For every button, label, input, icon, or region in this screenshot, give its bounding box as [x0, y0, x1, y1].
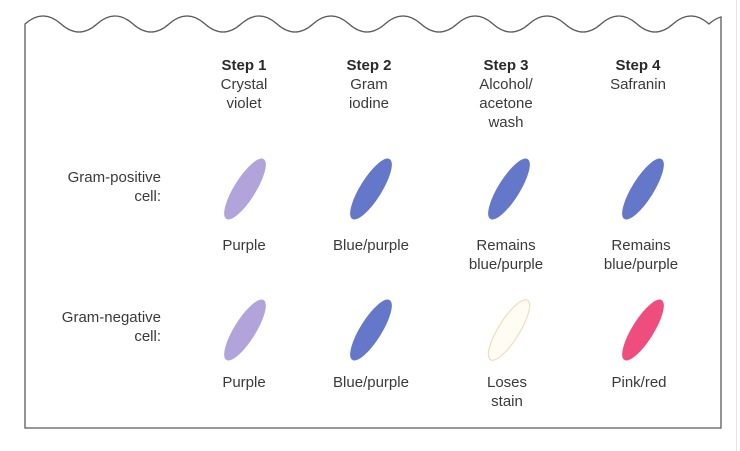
result-text: Blue/purple — [333, 373, 409, 392]
step-4-reagent-line-1: Safranin — [610, 75, 666, 94]
step-4-header: Step 4 Safranin — [610, 56, 666, 94]
result-positive-step-3: Remains blue/purple — [469, 236, 543, 274]
result-negative-step-1: Purple — [222, 373, 265, 392]
result-text: Purple — [222, 236, 265, 255]
result-negative-step-3: Loses stain — [487, 373, 527, 411]
gram-negative-cell-step-2 — [344, 295, 399, 365]
result-positive-step-4: Remains blue/purple — [604, 236, 678, 274]
result-positive-step-2: Blue/purple — [333, 236, 409, 255]
result-text: Blue/purple — [333, 236, 409, 255]
result-negative-step-2: Blue/purple — [333, 373, 409, 392]
step-2-reagent-line-1: Gram — [346, 75, 391, 94]
gram-negative-cell-step-3 — [482, 295, 537, 365]
row-label-gram-negative-line-2: cell: — [62, 327, 161, 346]
cell-illustrations — [218, 154, 671, 365]
row-label-gram-negative-line-1: Gram-negative — [62, 308, 161, 327]
result-text: stain — [487, 392, 527, 411]
row-label-gram-positive-line-1: Gram-positive — [68, 168, 161, 187]
result-negative-step-4: Pink/red — [611, 373, 666, 392]
row-label-gram-negative: Gram-negative cell: — [62, 308, 161, 346]
step-4-title: Step 4 — [610, 56, 666, 75]
gram-positive-cell-step-2 — [344, 154, 399, 224]
step-2-title: Step 2 — [346, 56, 391, 75]
gram-positive-cell-step-1 — [218, 154, 273, 224]
gram-negative-cell-step-1 — [218, 295, 273, 365]
step-3-reagent-line-1: Alcohol/ — [479, 75, 532, 94]
result-text: Pink/red — [611, 373, 666, 392]
gram-positive-cell-step-3 — [482, 154, 537, 224]
step-3-title: Step 3 — [479, 56, 532, 75]
step-1-reagent-line-2: violet — [221, 94, 268, 113]
gram-positive-cell-step-4 — [616, 154, 671, 224]
result-text: blue/purple — [604, 255, 678, 274]
row-label-gram-positive: Gram-positive cell: — [68, 168, 161, 206]
step-2-reagent-line-2: iodine — [346, 94, 391, 113]
step-3-header: Step 3 Alcohol/ acetone wash — [479, 56, 532, 132]
result-text: Purple — [222, 373, 265, 392]
result-text: Remains — [469, 236, 543, 255]
step-1-header: Step 1 Crystal violet — [221, 56, 268, 113]
step-3-reagent-line-2: acetone — [479, 94, 532, 113]
step-2-header: Step 2 Gram iodine — [346, 56, 391, 113]
row-label-gram-positive-line-2: cell: — [68, 187, 161, 206]
step-1-title: Step 1 — [221, 56, 268, 75]
result-text: Remains — [604, 236, 678, 255]
step-3-reagent-line-3: wash — [479, 113, 532, 132]
result-positive-step-1: Purple — [222, 236, 265, 255]
result-text: Loses — [487, 373, 527, 392]
gram-negative-cell-step-4 — [616, 295, 671, 365]
step-1-reagent-line-1: Crystal — [221, 75, 268, 94]
result-text: blue/purple — [469, 255, 543, 274]
